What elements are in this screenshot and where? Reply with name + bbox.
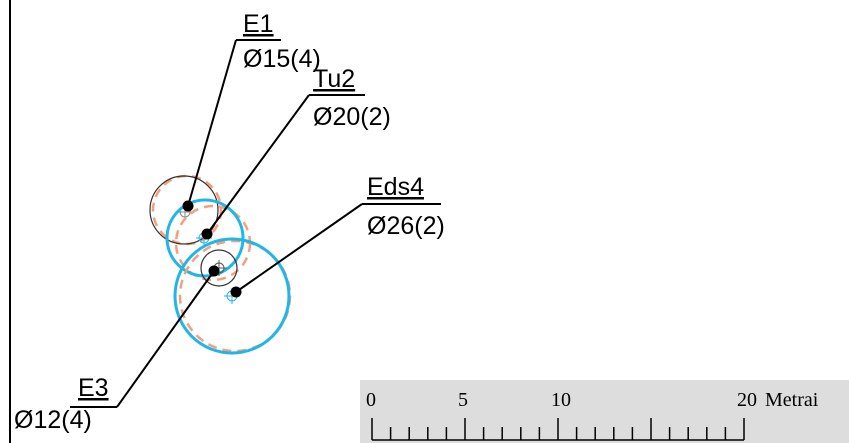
- label-e3-name: E3: [78, 374, 109, 402]
- scale-tick-label-5: 5: [458, 389, 468, 411]
- anchor-dot-eds4: [230, 286, 242, 298]
- tree-eds4-crown: [173, 237, 291, 355]
- label-tu2-name: Tu2: [313, 65, 355, 93]
- scale-ticks: [371, 418, 745, 441]
- anchor-dot-e1: [182, 200, 194, 212]
- leader-line-tu2: [206, 94, 310, 235]
- scale-tick-label-10: 10: [551, 389, 571, 411]
- scale-bar-background: [360, 380, 849, 443]
- tree-e1-crown: [149, 175, 219, 245]
- label-eds4-diameter: Ø26(2): [367, 212, 445, 240]
- scale-tick-label-20: 20: [737, 389, 757, 411]
- tree-tu2-crown: [165, 198, 245, 278]
- scale-unit-label: Metrai: [765, 389, 819, 411]
- label-e3-diameter: Ø12(4): [14, 406, 92, 434]
- leader-line-e3: [116, 270, 215, 408]
- leader-line-e1: [187, 39, 237, 207]
- scale-bar: 0 5 10 20 Metrai: [360, 380, 849, 443]
- label-tu2-diameter: Ø20(2): [313, 103, 391, 131]
- label-e1-diameter: Ø15(4): [243, 45, 321, 73]
- anchor-dot-e3: [208, 265, 220, 277]
- tree-e3-crown: [200, 249, 238, 287]
- anchor-dot-tu2: [201, 228, 213, 240]
- leader-line-eds4: [235, 203, 363, 293]
- label-e1-name: E1: [243, 10, 274, 38]
- scale-tick-label-0: 0: [366, 389, 376, 411]
- label-eds4-name: Eds4: [367, 173, 424, 201]
